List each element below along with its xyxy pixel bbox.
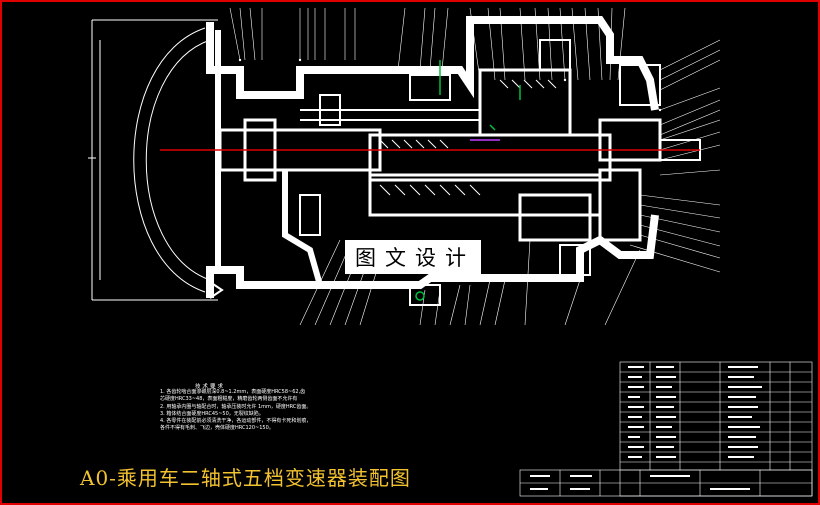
tech-note-line: 芯硬度HRC33~48，表面粗糙度，精磨齿轮两侧齿面不允许有 <box>160 396 298 403</box>
parts-list-text <box>530 366 762 490</box>
tech-notes-title: 技术要求 <box>195 384 226 390</box>
watermark-label: 图文设计 <box>345 240 481 274</box>
tech-note-line: 3. 箱体结合面硬度HRC45~50，无裂纹缺陷。 <box>160 410 264 417</box>
tech-note-line: 1. 各齿轮啮合面渗碳层深0.8~1.2mm，表面硬度HRC58~62,齿 <box>160 389 306 395</box>
drawing-caption: A0-乘用车二轴式五档变速器装配图 <box>80 466 411 490</box>
housing-wall-bottom <box>206 214 659 298</box>
tech-note-line: 2. 用轴承内圈与轴配合时，轴承压装时允许 1mm，硬度HRC齿面。 <box>160 403 312 410</box>
tech-note-line: 各件不得有毛刺、飞边，壳体硬度HRC120~150。 <box>160 425 274 432</box>
tech-note-line: 4. 各零件在装配前必须清洗干净，各运动部件，不得有卡死和划痕， <box>160 418 312 425</box>
housing-wall-top <box>206 16 659 111</box>
part-leaders <box>229 7 721 326</box>
parts-list-table <box>519 361 813 497</box>
bell-housing-outline <box>91 19 218 301</box>
tech-notes: 1. 各齿轮啮合面渗碳层深0.8~1.2mm，表面硬度HRC58~62,齿 芯硬… <box>160 389 390 433</box>
flywheel-arc <box>133 27 206 293</box>
